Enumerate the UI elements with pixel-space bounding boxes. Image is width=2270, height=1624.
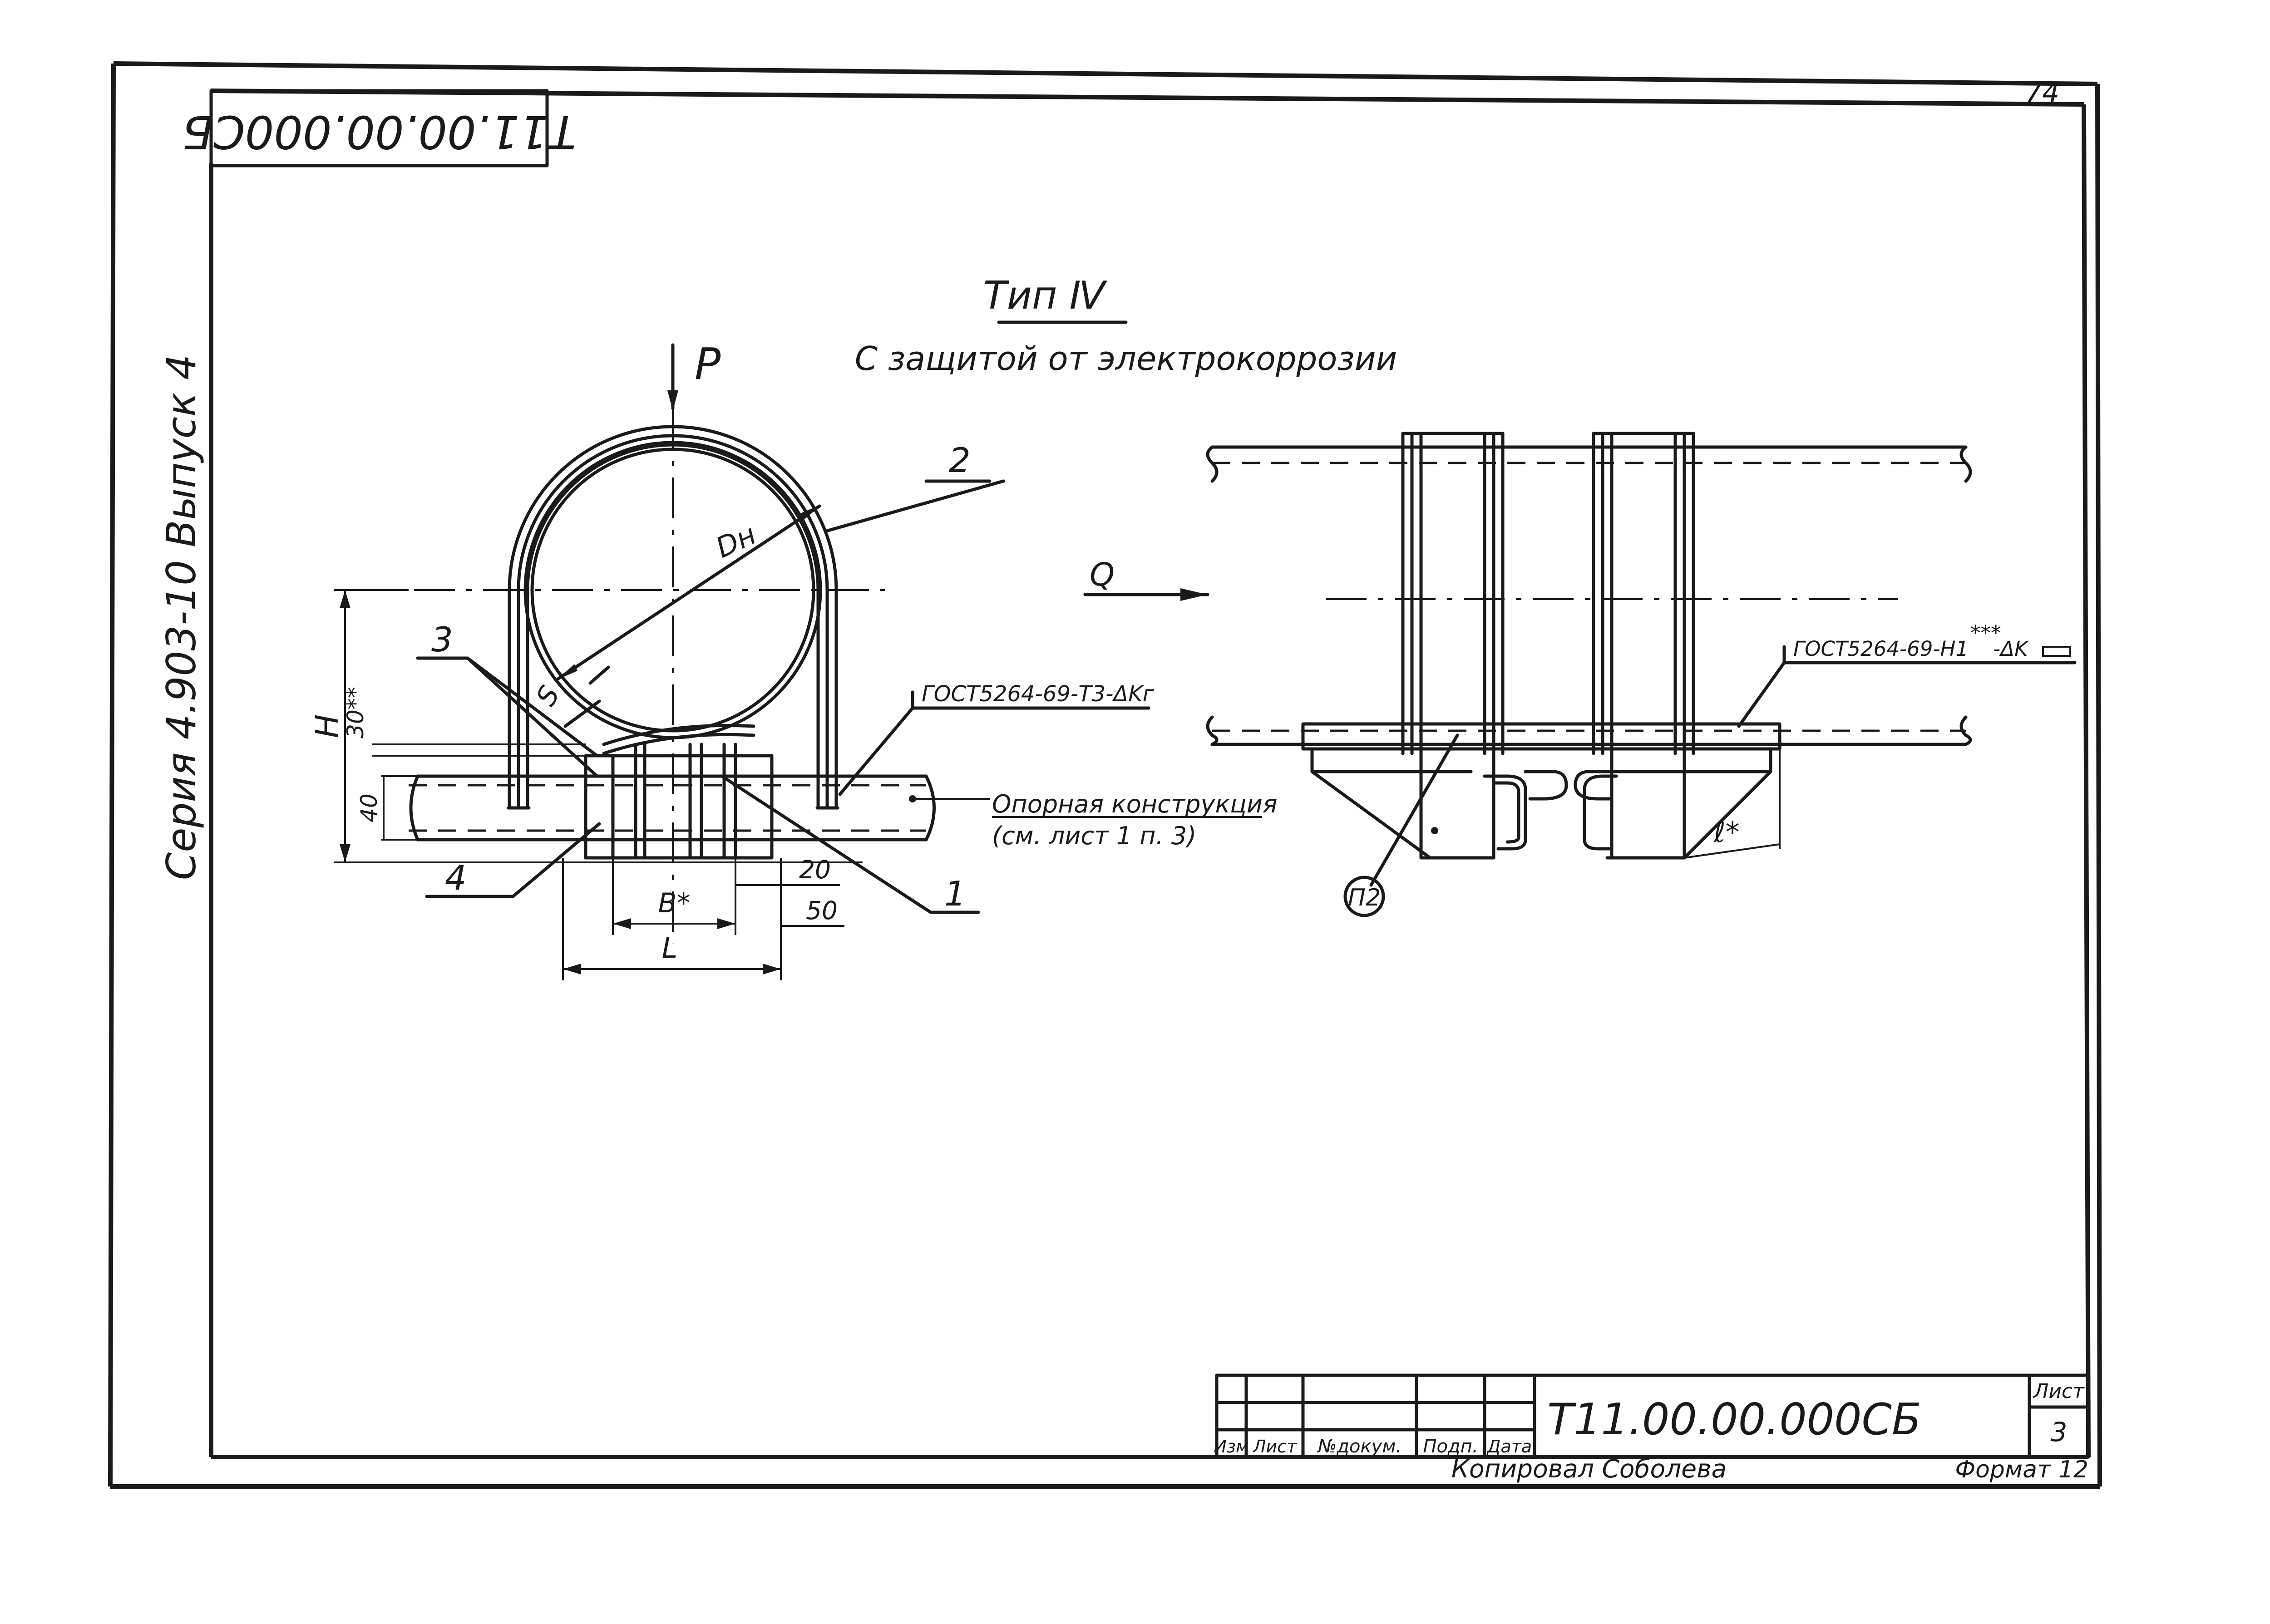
col-sign: Подп. [1423, 1436, 1478, 1457]
dim-30-label: 30** [342, 687, 369, 738]
weld-suffix: -ΔK [1993, 637, 2029, 661]
col-date: Дата [1486, 1437, 1532, 1457]
weld-note-left: ГОСТ5264-69-Т3-ΔKг [922, 681, 1155, 707]
weld-note-right: ГОСТ5264-69-Н1 [1793, 637, 1969, 661]
dim-l-star-label: ℓ* [1713, 816, 1740, 849]
rotated-code-box: Т11.00.00.000СБ [182, 89, 576, 167]
support-label-2: (см. лист 1 п. 3) [992, 822, 1196, 850]
force-label: Q [1090, 556, 1115, 593]
subtitle: С защитой от электрокоррозии [855, 340, 1397, 378]
load-label: P [695, 340, 721, 389]
col-izm: Изм [1214, 1437, 1248, 1457]
col-list: Лист [1252, 1437, 1298, 1457]
height-label: H [309, 714, 346, 738]
position-4: 4 [445, 858, 467, 898]
dim-l-label: L [662, 931, 678, 965]
position-3: 3 [431, 620, 453, 659]
side-view: Q П2 ℓ* [1083, 432, 2077, 917]
doc-code: Т11.00.00.000СБ [1547, 1395, 1921, 1445]
rotated-code: Т11.00.00.000СБ [182, 105, 576, 158]
col-doc: №докум. [1317, 1436, 1401, 1457]
dim-b-label: B* [658, 887, 690, 919]
position-2: 2 [949, 440, 971, 480]
dim-50-label: 50 [806, 896, 838, 925]
weld-stars: *** [1970, 621, 2001, 645]
diameter-label: Dн [711, 517, 761, 564]
support-label-1: Опорная конструкция [992, 790, 1277, 818]
series-label: Серия 4.903-10 Выпуск 4 [158, 354, 205, 880]
callout-p2: П2 [1348, 884, 1381, 911]
position-1: 1 [944, 874, 966, 914]
sheet-number: 3 [2051, 1417, 2068, 1447]
type-title: Тип Ⅳ [983, 273, 1108, 318]
dim-20-label: 20 [799, 855, 831, 884]
sheet-frame [108, 61, 2102, 1489]
format-label: Формат 12 [1955, 1456, 2088, 1483]
dim-40-label: 40 [356, 793, 382, 822]
cross-section-view: P Dн S [309, 340, 1277, 980]
copied-by: Копировал Соболева [1451, 1454, 1727, 1483]
page-number: 74 [2025, 77, 2059, 109]
sheet-label: Лист [2033, 1380, 2085, 1403]
title-block: Изм Лист №докум. Подп. Дата Т11.00.00.00… [1214, 1373, 2090, 1483]
